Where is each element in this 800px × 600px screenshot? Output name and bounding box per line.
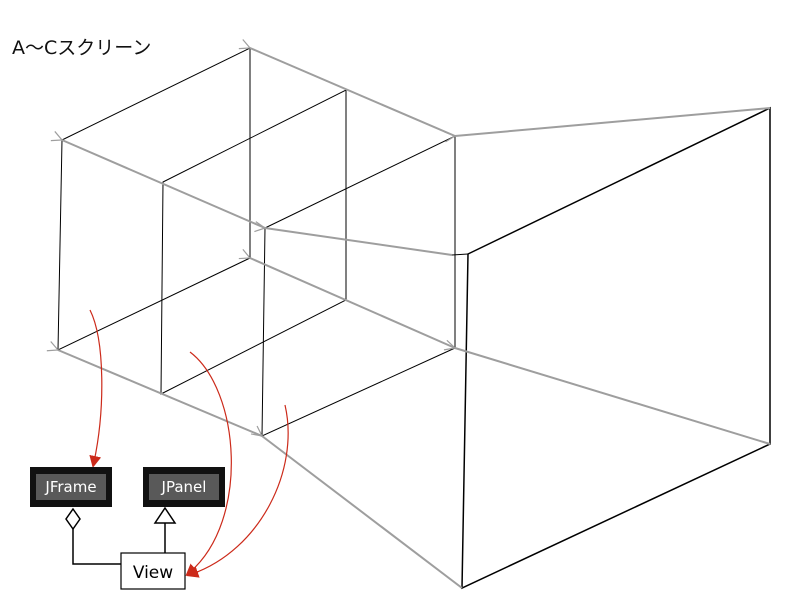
projection-line-lower-right <box>455 348 771 445</box>
projection-line-top <box>250 48 456 137</box>
view-class: View <box>120 552 186 590</box>
mapping-arrow-b-to-view <box>185 351 232 576</box>
view-label: View <box>133 563 173 583</box>
jpanel-label: JPanel <box>161 478 207 496</box>
projection-lines <box>58 48 771 589</box>
projection-line-middle <box>250 258 456 349</box>
projection-line-top-right <box>455 107 771 136</box>
view-box <box>120 552 186 590</box>
hollow-triangle-icon <box>153 506 177 524</box>
screen-c-outline <box>261 135 456 437</box>
projection-line-upper-left <box>62 140 266 229</box>
diamond-icon <box>65 507 81 531</box>
mapping-arrow-c-to-view <box>186 404 289 578</box>
screen-a-outline <box>57 47 251 351</box>
screen-b <box>160 89 347 395</box>
jpanel-box <box>149 474 219 500</box>
mapping-arrows <box>89 309 289 578</box>
projection-line-lower-left <box>58 350 263 437</box>
projection-line-center <box>265 228 453 256</box>
projection-line-bottom <box>262 436 463 589</box>
projection-box <box>451 106 771 590</box>
uml-connectors <box>72 523 166 565</box>
jframe-label: JFrame <box>44 478 96 496</box>
composition-line <box>72 529 121 565</box>
screen-c <box>261 135 456 437</box>
jpanel-class: JPanel <box>143 467 225 507</box>
screen-a <box>57 47 251 351</box>
projection-box-outline <box>461 106 771 590</box>
diagram-title: A〜Cスクリーン <box>12 37 151 59</box>
jframe-box <box>36 474 106 500</box>
projection-box-edge <box>451 253 469 256</box>
mapping-arrow-a-to-jframe <box>89 309 103 468</box>
jframe-class: JFrame <box>30 467 112 507</box>
screen-b-outline <box>160 89 347 395</box>
